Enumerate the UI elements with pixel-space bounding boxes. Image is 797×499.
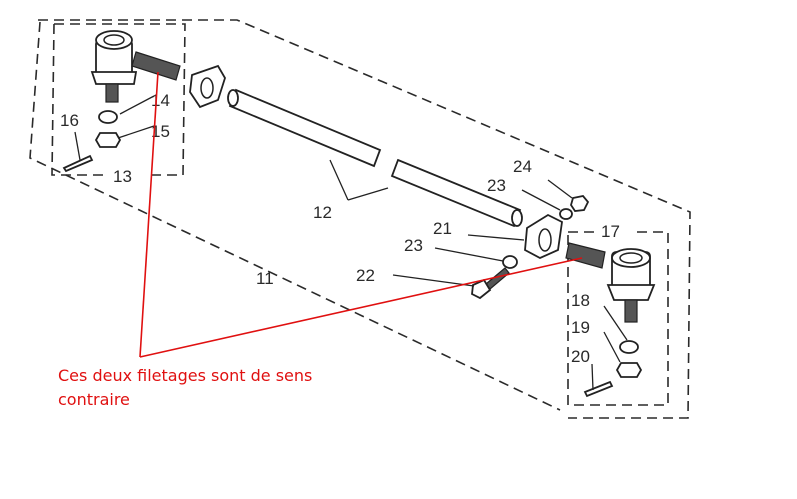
nut-19 — [615, 362, 643, 378]
label-17: 17 — [601, 222, 620, 241]
left-end-box — [51, 23, 186, 176]
label-13: 13 — [113, 167, 132, 186]
leader-lines — [74, 95, 628, 391]
clamp-left — [189, 64, 226, 109]
label-15: 15 — [151, 122, 170, 141]
washer-23-top — [559, 208, 573, 220]
label-16: 16 — [60, 111, 79, 130]
washer-14 — [98, 110, 118, 124]
nut-24 — [570, 195, 590, 212]
annotation-line-2: contraire — [58, 390, 130, 409]
label-12: 12 — [313, 203, 332, 222]
washer-23-bottom — [502, 255, 518, 269]
annotation-line-1: Ces deux filetages sont de sens — [58, 366, 313, 385]
cotter-pin-16 — [62, 154, 94, 173]
bolt-22 — [471, 267, 510, 300]
annotation-pointer-left — [139, 71, 159, 358]
nut-15 — [94, 132, 122, 148]
label-11: 11 — [256, 269, 274, 288]
tube-inner — [390, 158, 522, 228]
right-end-box — [567, 231, 669, 406]
label-21: 21 — [433, 219, 452, 238]
clamp-21 — [524, 213, 563, 260]
label-23-top: 23 — [487, 176, 506, 195]
right-tie-rod-end — [565, 242, 656, 323]
label-20: 20 — [571, 347, 590, 366]
label-23-bottom: 23 — [404, 236, 423, 255]
label-14: 14 — [151, 91, 170, 110]
left-tie-rod-end — [90, 30, 181, 103]
label-19: 19 — [571, 318, 590, 337]
tube-12 — [228, 88, 382, 168]
label-18: 18 — [571, 291, 590, 310]
cotter-pin-20 — [583, 380, 614, 398]
label-22: 22 — [356, 266, 375, 285]
annotation-pointer-right — [139, 257, 583, 358]
assembly-boundary — [29, 19, 691, 419]
label-24: 24 — [513, 157, 532, 176]
washer-18 — [619, 340, 639, 354]
